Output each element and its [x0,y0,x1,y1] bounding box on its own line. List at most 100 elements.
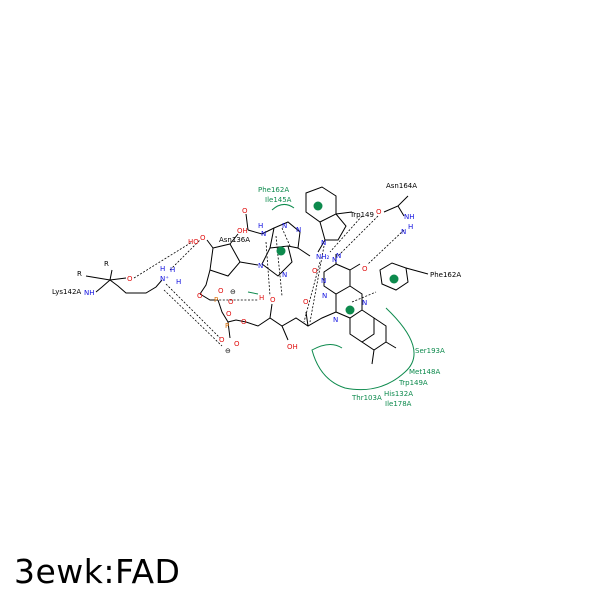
atom-label: O [200,234,206,242]
atom-label: N⁺ [160,275,169,283]
flavin-ring-b [335,285,363,319]
atom-label: OH [287,343,298,351]
hbond [329,215,363,253]
residue-label: Trp149A [398,379,428,387]
atom-label: N [321,277,326,285]
hbond [303,261,321,323]
flavin-ring-c [349,309,375,343]
atom-label: O [241,318,247,326]
atom-label: H [259,294,264,302]
atom-label: N [336,252,341,260]
hbond [337,215,379,257]
atom-label: O [303,298,309,306]
atom-label: O [197,292,203,300]
residue-label: His132A [384,390,413,398]
lys-bond [95,279,163,294]
ribose-ring [209,243,241,277]
hbond [163,289,223,347]
residue-label: Trp149 [349,211,374,219]
atom-label: OH [237,227,248,235]
hbond [281,227,291,247]
atom-label: O [234,340,240,348]
atom-label: O [362,265,368,273]
atom-label: O [270,296,276,304]
hbond [165,283,221,339]
residue-label: Asn164A [386,182,417,190]
molecule-skeleton [85,186,429,365]
atom-label: HO [188,238,199,246]
residue-label: Met148A [409,368,440,376]
atom-label: H [176,278,181,286]
atom-label: N [282,271,287,279]
hydrogen-bonds [133,215,405,347]
atom-label: N [282,222,287,230]
residue-label: Asn136A [219,236,250,244]
residue-label: Phe162A [258,186,289,194]
ribityl-chain [245,311,337,327]
hbond [275,235,283,297]
lys-bond [85,269,127,281]
adenine-ring [269,221,301,249]
atom-label: H [258,222,263,230]
atom-label: NH [404,213,415,221]
asn-bond [383,195,409,217]
residue-label: Ile178A [385,400,412,408]
phe-bond [405,267,429,275]
hbond [351,291,377,303]
hydrophobic-arc-right [311,307,415,391]
atom-label: NH₂ [316,253,330,261]
atom-label: O [219,336,225,344]
pi-center-trp [313,201,323,211]
hbond [133,241,193,279]
pi-center-flavin [345,305,355,315]
residue-labels: Phe162A Ile145A Asn164A Trp149 Asn136A L… [52,182,461,408]
phe-ring [379,262,409,291]
pi-center-phe [389,274,399,284]
diagram-title: 3ewk:FAD [14,552,181,591]
trp-ring [319,213,347,241]
atom-label: ⊖ [230,288,236,296]
hydrophobic-dash-left [247,291,259,295]
atom-label: O [242,207,248,215]
ribose-bond [199,233,259,295]
residue-label: Thr103A [351,394,382,402]
atom-label: P [225,322,229,330]
atom-label: O [218,287,224,295]
atom-label: H [408,223,413,231]
atom-label: O [376,208,382,216]
atom-label: N [258,262,263,270]
flavin-ring-a [323,263,351,295]
atom-label: R [77,270,82,278]
adenine-bond [245,213,311,257]
atom-label: H [160,265,165,273]
atom-label: N [362,299,367,307]
atom-labels: R R O NH N⁺ H H H HO O OH O N H N N N N … [77,207,415,355]
flavin-bond [335,254,397,365]
residue-label: Phe162A [430,271,461,279]
hbond [265,241,271,297]
hbond [367,229,405,265]
atom-label: O [226,310,232,318]
atom-label: ⊖ [225,347,231,355]
residue-label: Lys142A [52,288,81,296]
atom-label: N [296,226,301,234]
adenine-ring [261,245,293,277]
atom-label: N [333,316,338,324]
atom-label: N [322,292,327,300]
trp-bond [317,211,353,253]
atom-label: N [261,230,266,238]
atom-label: H [170,266,175,274]
pi-center-adenine [276,246,286,256]
hydrophobic-arc-top [271,204,295,211]
residue-label: Ile145A [265,196,292,204]
atom-label: O [312,267,318,275]
atom-label: N [401,228,406,236]
atom-label: N [321,239,326,247]
atom-label: P [214,296,218,304]
atom-label: N [332,256,337,264]
atom-label: R [104,260,109,268]
residue-label: Ser193A [415,347,445,355]
atom-label: O [127,275,133,283]
